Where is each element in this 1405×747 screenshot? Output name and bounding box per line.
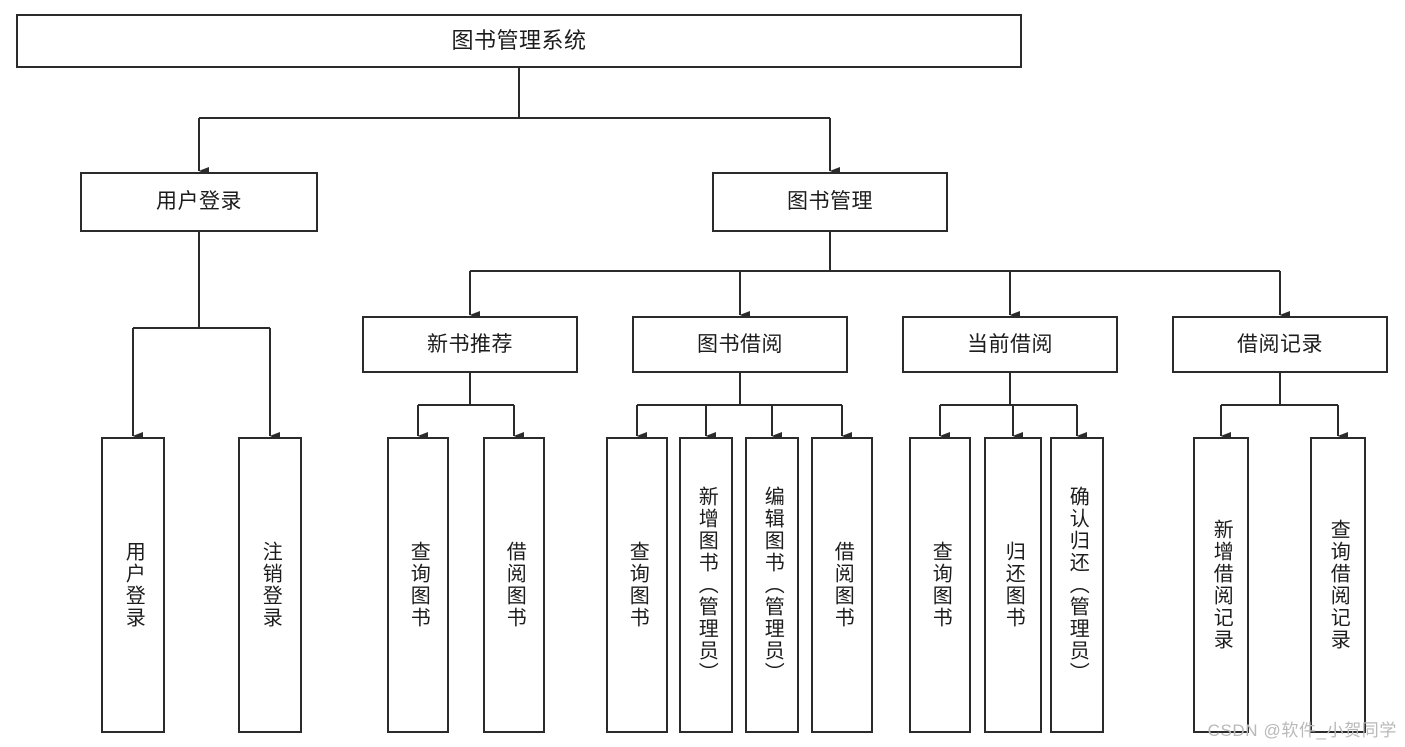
node-label-l1: 用户登录	[122, 541, 145, 629]
node-box-root[interactable]: 图书管理系统	[16, 14, 1022, 68]
node-label-current: 当前借阅	[967, 332, 1053, 356]
node-label-b4: 借阅图书	[831, 541, 854, 629]
node-box-l2[interactable]: 注销登录	[238, 437, 302, 733]
node-label-records: 借阅记录	[1237, 332, 1323, 356]
node-label-b3: 编辑图书（管理员）	[761, 486, 784, 684]
node-box-r2[interactable]: 查询借阅记录	[1310, 437, 1366, 733]
node-label-b1: 查询图书	[626, 541, 649, 629]
node-label-c1: 查询图书	[929, 541, 952, 629]
node-box-b3[interactable]: 编辑图书（管理员）	[745, 437, 799, 733]
node-label-root: 图书管理系统	[451, 27, 587, 53]
node-label-bookmgmt: 图书管理	[787, 190, 873, 214]
node-box-borrow[interactable]: 图书借阅	[632, 316, 848, 373]
node-box-bookmgmt[interactable]: 图书管理	[712, 172, 948, 232]
node-box-records[interactable]: 借阅记录	[1172, 316, 1388, 373]
node-label-r2: 查询借阅记录	[1327, 519, 1350, 651]
node-label-c3: 确认归还（管理员）	[1066, 486, 1089, 684]
node-box-r1[interactable]: 新增借阅记录	[1193, 437, 1249, 733]
node-box-b2[interactable]: 新增图书（管理员）	[679, 437, 733, 733]
node-box-current[interactable]: 当前借阅	[902, 316, 1118, 373]
node-label-login: 用户登录	[156, 190, 242, 214]
csdn-watermark: CSDN @软件_小贺同学	[1207, 721, 1397, 740]
node-box-n1[interactable]: 查询图书	[387, 437, 449, 733]
node-box-newbook[interactable]: 新书推荐	[362, 316, 578, 373]
node-label-b2: 新增图书（管理员）	[695, 486, 718, 684]
node-box-b4[interactable]: 借阅图书	[811, 437, 873, 733]
node-box-l1[interactable]: 用户登录	[101, 437, 165, 733]
node-box-c3[interactable]: 确认归还（管理员）	[1050, 437, 1104, 733]
node-box-c2[interactable]: 归还图书	[984, 437, 1042, 733]
node-label-c2: 归还图书	[1002, 541, 1025, 629]
node-box-n2[interactable]: 借阅图书	[483, 437, 545, 733]
node-label-r1: 新增借阅记录	[1210, 519, 1233, 651]
node-label-borrow: 图书借阅	[697, 332, 783, 356]
node-box-login[interactable]: 用户登录	[80, 172, 318, 232]
node-label-n1: 查询图书	[407, 541, 430, 629]
node-box-b1[interactable]: 查询图书	[606, 437, 668, 733]
node-label-newbook: 新书推荐	[427, 332, 513, 356]
node-label-n2: 借阅图书	[503, 541, 526, 629]
node-box-c1[interactable]: 查询图书	[909, 437, 971, 733]
node-label-l2: 注销登录	[259, 541, 282, 629]
